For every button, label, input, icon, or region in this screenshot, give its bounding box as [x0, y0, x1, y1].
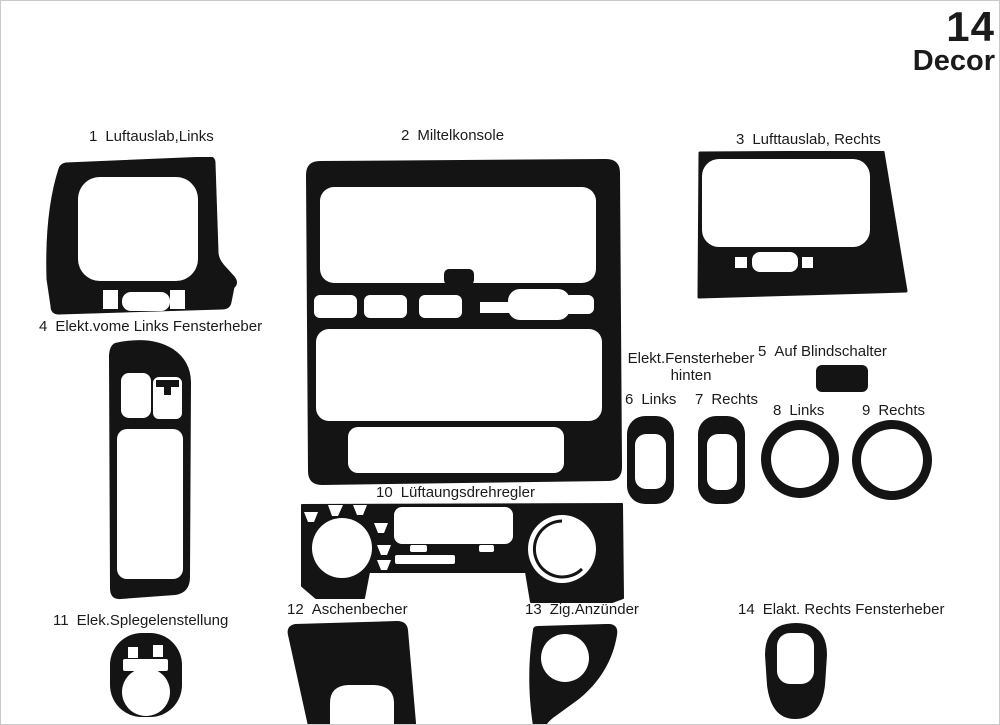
part-1-shape	[46, 157, 238, 315]
part-name: Lüftaungsdrehregler	[400, 484, 535, 501]
part-name: Rechts	[711, 391, 759, 408]
part-label-9: 9 Rechts	[862, 403, 925, 418]
group-label-line1: Elekt.Fensterheber	[627, 350, 755, 367]
part-number: 6	[625, 391, 634, 408]
sheet-title-block: 14 Decor	[912, 3, 995, 77]
part-number: 1	[89, 128, 98, 145]
part-number: 10	[376, 484, 393, 501]
part-13-shape	[527, 624, 643, 724]
group-label-rear-window-switches: Elekt.Fensterheber hinten	[617, 350, 765, 384]
part-number: 2	[401, 127, 410, 144]
part-5-shape	[816, 365, 868, 392]
part-name: Elakt. Rechts Fensterheber	[762, 601, 945, 618]
part-8-shape	[759, 417, 841, 501]
part-label-11: 11 Elek.Splegelenstellung	[53, 613, 228, 628]
part-name: Luftauslab,Links	[105, 128, 214, 145]
part-name: Miltelkonsole	[417, 127, 505, 144]
part-label-4: 4 Elekt.vome Links Fensterheber	[39, 319, 262, 334]
part-number: 4	[39, 318, 48, 335]
part-number: 5	[758, 343, 767, 360]
part-label-5: 5 Auf Blindschalter	[758, 344, 887, 359]
part-3-shape	[689, 151, 909, 301]
part-label-6: 6 Links	[625, 392, 676, 407]
part-10-shape	[299, 502, 625, 604]
part-label-12: 12 Aschenbecher	[287, 602, 408, 617]
part-12-shape	[281, 621, 431, 724]
part-name: Aschenbecher	[311, 601, 408, 618]
part-number: 8	[773, 402, 782, 419]
sheet-number: 14	[946, 3, 995, 50]
part-7-shape	[697, 415, 746, 505]
part-number: 7	[695, 391, 704, 408]
part-number: 13	[525, 601, 542, 618]
part-2-shape	[306, 159, 624, 485]
part-number: 9	[862, 402, 871, 419]
part-number: 14	[738, 601, 755, 618]
part-label-2: 2 Miltelkonsole	[401, 128, 504, 143]
part-name: Elek.Splegelenstellung	[76, 612, 229, 629]
part-6-shape	[626, 415, 675, 505]
part-9-shape	[850, 417, 934, 503]
part-number: 3	[736, 131, 745, 148]
part-name: Lufttauslab, Rechts	[752, 131, 881, 148]
part-name: Zig.Anzünder	[549, 601, 639, 618]
part-11-shape	[107, 631, 185, 719]
part-label-7: 7 Rechts	[695, 392, 758, 407]
part-name: Links	[789, 402, 825, 419]
sheet-title: Decor	[912, 45, 995, 77]
part-name: Auf Blindschalter	[774, 343, 887, 360]
part-name: Links	[641, 391, 677, 408]
part-label-13: 13 Zig.Anzünder	[525, 602, 639, 617]
part-label-10: 10 Lüftaungsdrehregler	[376, 485, 535, 500]
group-label-line2: hinten	[670, 367, 712, 384]
part-14-shape	[756, 621, 836, 721]
part-name: Elekt.vome Links Fensterheber	[55, 318, 263, 335]
part-number: 12	[287, 601, 304, 618]
part-4-shape	[101, 337, 197, 605]
part-label-3: 3 Lufttauslab, Rechts	[736, 132, 881, 147]
part-label-14: 14 Elakt. Rechts Fensterheber	[738, 602, 944, 617]
part-name: Rechts	[878, 402, 926, 419]
part-label-8: 8 Links	[773, 403, 824, 418]
part-label-1: 1 Luftauslab,Links	[89, 129, 214, 144]
part-number: 11	[53, 612, 69, 629]
